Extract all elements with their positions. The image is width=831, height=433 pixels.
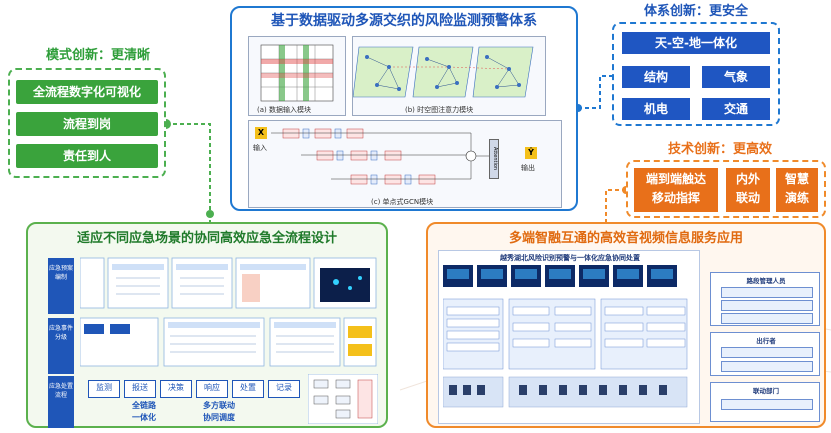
mode-item-process: 流程到岗 [16,112,158,136]
side-group-departments: 联动部门 [710,382,820,422]
system-item-mechanical: 机电 [622,98,690,120]
system-item-integration: 天-空-地一体化 [622,32,770,54]
side-group-departments-title: 联动部门 [753,387,779,395]
flow-step-response: 响应 [196,380,228,398]
emergency-process-title: 适应不同应急场景的协同高效应急全流程设计 [76,231,337,246]
tech-item-drill: 智慧 演练 [776,168,818,212]
input-x-label: X [255,127,267,139]
attention-panel: (b) 时空图注意力模块 [352,36,546,116]
input-label: 输入 [253,144,267,152]
side-group-travelers-title: 出行者 [756,337,776,345]
flow-diagram-thumbnail [308,374,378,424]
flow-step-handle: 处置 [232,380,264,398]
emergency-detail-figure [80,257,377,367]
tech-item-drill-line1: 智慧 [784,172,809,186]
tech-item-linkage-line1: 内外 [735,172,760,186]
side-group-managers: 路段管理人员 [710,272,820,326]
emergency-process-box: 适应不同应急场景的协同高效应急全流程设计 应急预案编制 应急事件分级 应急处置流… [26,222,388,428]
side-group-managers-title: 路段管理人员 [746,277,786,285]
caption-b: (b) 时空图注意力模块 [405,106,474,114]
attention-label: Attention [489,139,499,179]
tech-item-end-to-end-line1: 端到端触达 [645,172,706,186]
av-screen-title: 越秀湖北风险识别预警与一体化应急协同处置 [500,254,640,262]
side-group-travelers: 出行者 [710,332,820,376]
tech-item-linkage-line2: 联动 [735,191,760,205]
data-input-panel: (a) 数据输入模块 [248,36,346,116]
tech-item-drill-line2: 演练 [784,191,809,205]
av-service-title: 多端智融互通的高效音视频信息服务应用 [508,231,743,246]
av-screen-figure [443,265,688,408]
risk-warning-system-title: 基于数据驱动多源交织的风险监测预警体系 [271,13,537,29]
row-label-grading: 应急事件分级 [48,318,74,374]
mode-item-responsibility: 责任到人 [16,144,158,168]
system-innovation-title: 体系创新：更安全 [643,4,748,19]
av-screen-panel: 越秀湖北风险识别预警与一体化应急协同处置 [438,250,700,424]
system-item-structure: 结构 [622,66,690,88]
tech-innovation-title: 技术创新：更高效 [667,142,772,157]
caption-c: (c) 单点式GCN模块 [371,198,434,206]
row-label-flow: 应急处置流程 [48,376,74,428]
mode-item-digital: 全流程数字化可视化 [16,80,158,104]
data-input-grid-figure [260,44,334,102]
row-label-plan: 应急预案编制 [48,258,74,314]
av-service-box: 多端智融互通的高效音视频信息服务应用 越秀湖北风险识别预警与一体化应急协同处置 [426,222,826,428]
mode-innovation-title: 模式创新：更清晰 [45,48,150,63]
attention-graph-figure [352,46,534,98]
system-innovation-box: 天-空-地一体化 结构 气象 机电 交通 [612,22,780,126]
tech-item-end-to-end-line2: 移动指挥 [651,191,700,205]
flow-step-report: 报送 [124,380,156,398]
tech-item-end-to-end: 端到端触达 移动指挥 [634,168,718,212]
note-full-chain: 全链路 [132,401,156,410]
system-item-traffic: 交通 [702,98,770,120]
risk-warning-system-box: 基于数据驱动多源交织的风险监测预警体系 (a) 数据输入模块 [230,6,578,211]
note-integration: 一体化 [132,413,156,422]
gcn-panel: X 输入 Attention Ŷ 输出 (c) 单点式GCN模块 [248,120,562,208]
note-multi-party: 多方联动 [203,401,235,410]
tech-innovation-box: 端到端触达 移动指挥 内外 联动 智慧 演练 [626,160,826,218]
output-label: 输出 [521,164,535,172]
output-y-label: Ŷ [525,147,537,159]
system-item-weather: 气象 [702,66,770,88]
mode-innovation-box: 全流程数字化可视化 流程到岗 责任到人 [8,68,166,178]
flow-step-decision: 决策 [160,380,192,398]
caption-a: (a) 数据输入模块 [257,106,311,114]
flow-step-monitor: 监测 [88,380,120,398]
flow-step-record: 记录 [268,380,300,398]
note-coordination: 协同调度 [203,413,235,422]
tech-item-linkage: 内外 联动 [726,168,770,212]
gcn-flow-figure [271,128,493,185]
